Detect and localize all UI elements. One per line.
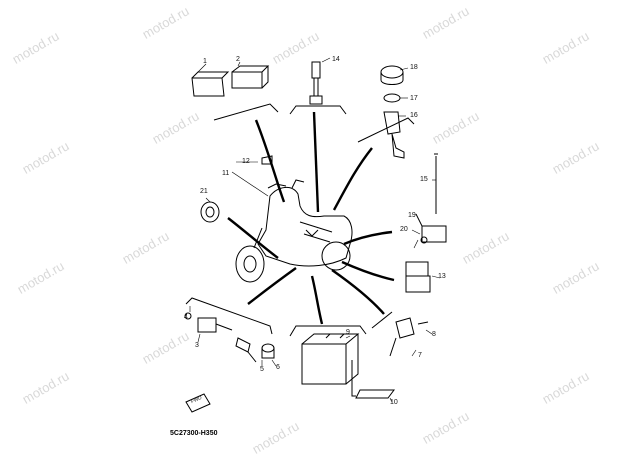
callout-label: 7 [418,352,422,359]
part-4-screw [184,312,192,320]
callout-label: 21 [200,188,208,195]
group-bracket-bottom-center [289,325,367,337]
part-5-plug-cap [235,337,257,363]
part-13-relay-block [405,261,431,293]
scooter-outline [235,179,353,283]
callout-label: 10 [390,399,398,406]
part-18-horn [380,65,404,85]
part-17-washer [383,93,401,103]
group-bracket-top-left [213,103,279,121]
callout-label: 6 [276,364,280,371]
callout-label: 17 [410,95,418,102]
leader-line [332,147,373,211]
callout-label: 16 [410,112,418,119]
leader-line [312,111,320,213]
group-bracket-bottom-left [185,297,273,335]
callout-label: 20 [400,226,408,233]
callout-label: 5 [260,366,264,373]
callout-label: 8 [432,331,436,338]
part-12-clip [261,155,273,165]
drawing-code: 5C27300-H350 [170,430,218,437]
callout-label: 11 [222,170,230,177]
part-14-sensor [309,61,323,105]
part-2-unit [231,65,270,89]
part-21-cap [200,201,220,223]
leader-line [341,260,395,282]
forward-arrow-icon [185,393,211,413]
part-7-sensor [389,317,415,357]
callout-label: 2 [236,56,240,63]
part-3-coil [197,317,233,333]
callout-label: 14 [332,56,340,63]
callout-label: 18 [410,64,418,71]
callout-label: 13 [438,273,446,280]
group-bracket-top-right [357,117,415,143]
leader-line [254,119,286,203]
leader-line [247,267,297,305]
callout-label: 12 [242,158,250,165]
callout-label: 19 [408,212,416,219]
group-bracket-bottom-right [371,311,393,329]
callout-label: 3 [195,342,199,349]
part-15-rod [434,153,438,214]
callout-label: 4 [184,314,188,321]
group-bracket-top-center [289,105,347,115]
callout-label: 1 [203,58,207,65]
leader-line [343,230,393,246]
leader-line [331,269,385,315]
callout-label: 15 [420,176,428,183]
leader-line [310,275,324,325]
part-8-bolt [417,321,429,325]
part-1-box [191,71,230,97]
part-19-relay [415,213,447,243]
part-9-battery [301,333,360,397]
leader-line [227,217,279,259]
part-16-bracket [383,111,405,159]
part-10-band [355,389,395,399]
part-20-nut [420,236,428,244]
part-6-cap [261,343,275,359]
callout-label: 9 [346,329,350,336]
